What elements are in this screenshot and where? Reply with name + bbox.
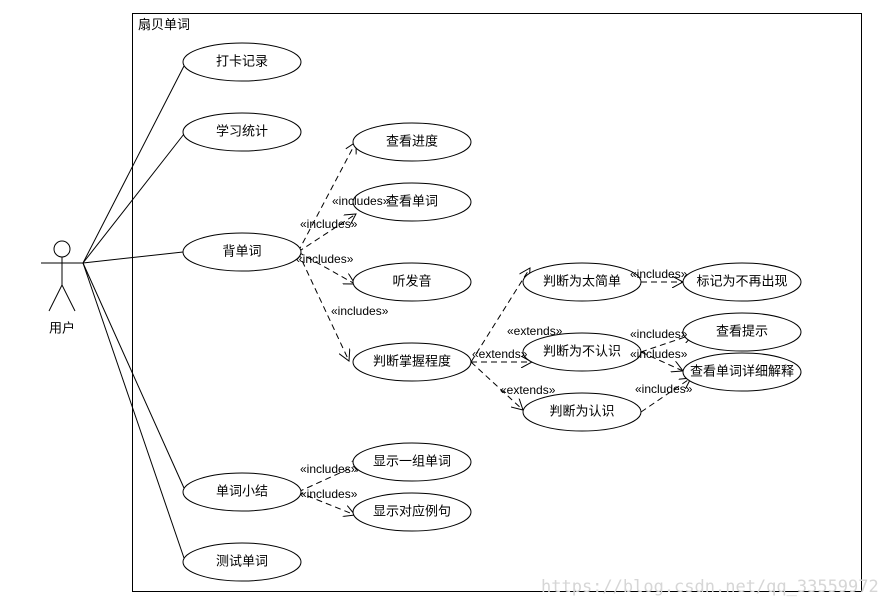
svg-text:判断为认识: 判断为认识 <box>549 405 614 420</box>
actor-label: 用户 <box>49 321 75 337</box>
use-case-listen[interactable]: 听发音 <box>352 262 472 302</box>
label-includes: «includes» <box>296 252 354 266</box>
dependencies <box>297 142 694 515</box>
use-case-view-word[interactable]: 查看单词 <box>352 182 472 222</box>
svg-text:判断掌握程度: 判断掌握程度 <box>373 354 451 370</box>
actor-user[interactable]: 用户 <box>41 240 83 337</box>
svg-text:判断为不认识: 判断为不认识 <box>543 345 621 360</box>
svg-text:单词小结: 单词小结 <box>216 485 268 500</box>
use-case-stats[interactable]: 学习统计 <box>182 112 302 152</box>
use-case-checkin[interactable]: 打卡记录 <box>182 42 302 82</box>
svg-text:听发音: 听发音 <box>392 274 431 290</box>
stereotype-labels: «includes» «includes» «includes» «includ… <box>296 194 693 501</box>
label-extends: «extends» <box>507 324 563 338</box>
use-case-progress[interactable]: 查看进度 <box>352 122 472 162</box>
label-extends: «extends» <box>500 383 556 397</box>
use-case-too-easy[interactable]: 判断为太简单 <box>522 262 642 302</box>
svg-text:标记为不再出现: 标记为不再出现 <box>696 275 787 290</box>
label-includes: «includes» <box>630 347 688 361</box>
associations <box>82 65 185 559</box>
svg-text:显示对应例句: 显示对应例句 <box>373 504 451 520</box>
use-case-known[interactable]: 判断为认识 <box>522 392 642 432</box>
use-case-unknown[interactable]: 判断为不认识 <box>522 332 642 372</box>
svg-text:查看进度: 查看进度 <box>386 134 438 150</box>
svg-text:背单词: 背单词 <box>222 245 261 260</box>
label-extends: «extends» <box>472 347 528 361</box>
label-includes: «includes» <box>630 267 688 281</box>
use-case-mastery[interactable]: 判断掌握程度 <box>352 342 472 382</box>
svg-text:查看单词: 查看单词 <box>386 194 438 210</box>
svg-text:查看提示: 查看提示 <box>716 324 768 340</box>
label-includes: «includes» <box>300 217 358 231</box>
use-case-summary[interactable]: 单词小结 <box>182 472 302 512</box>
watermark: https://blog.csdn.net/qq_33559972 <box>541 577 879 597</box>
label-includes: «includes» <box>332 194 390 208</box>
system-title: 扇贝单词 <box>138 17 190 32</box>
svg-text:判断为太简单: 判断为太简单 <box>543 274 621 290</box>
use-case-detail[interactable]: 查看单词详细解释 <box>682 352 802 392</box>
use-case-show-example[interactable]: 显示对应例句 <box>352 492 472 532</box>
label-includes: «includes» <box>300 462 358 476</box>
use-case-test[interactable]: 测试单词 <box>182 542 302 582</box>
use-case-hint[interactable]: 查看提示 <box>682 312 802 352</box>
actor-head <box>53 240 71 258</box>
system-boundary <box>132 13 862 592</box>
svg-text:查看单词详细解释: 查看单词详细解释 <box>690 364 794 380</box>
label-includes: «includes» <box>635 382 693 396</box>
svg-text:学习统计: 学习统计 <box>216 124 268 140</box>
svg-text:打卡记录: 打卡记录 <box>216 55 268 70</box>
use-case-show-group[interactable]: 显示一组单词 <box>352 442 472 482</box>
svg-text:测试单词: 测试单词 <box>216 555 268 570</box>
label-includes: «includes» <box>630 327 688 341</box>
svg-text:显示一组单词: 显示一组单词 <box>373 455 451 470</box>
label-includes: «includes» <box>331 304 389 318</box>
use-case-never-show[interactable]: 标记为不再出现 <box>682 262 802 302</box>
label-includes: «includes» <box>300 487 358 501</box>
use-case-memorize[interactable]: 背单词 <box>182 232 302 272</box>
